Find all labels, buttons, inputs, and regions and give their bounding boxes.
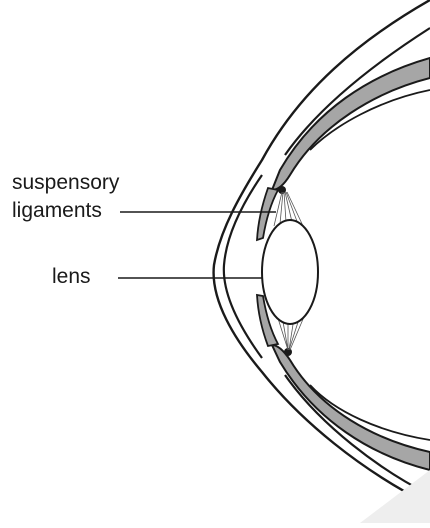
corner-shade bbox=[360, 470, 430, 523]
cornea-inner-outline bbox=[224, 175, 262, 358]
lower-sclera-band bbox=[272, 345, 430, 470]
lens bbox=[262, 220, 318, 324]
suspensory-label-line2: ligaments bbox=[12, 198, 102, 223]
lens-label: lens bbox=[52, 264, 91, 289]
upper-sclera-band bbox=[272, 58, 430, 190]
suspensory-label-line1: suspensory bbox=[12, 170, 119, 195]
